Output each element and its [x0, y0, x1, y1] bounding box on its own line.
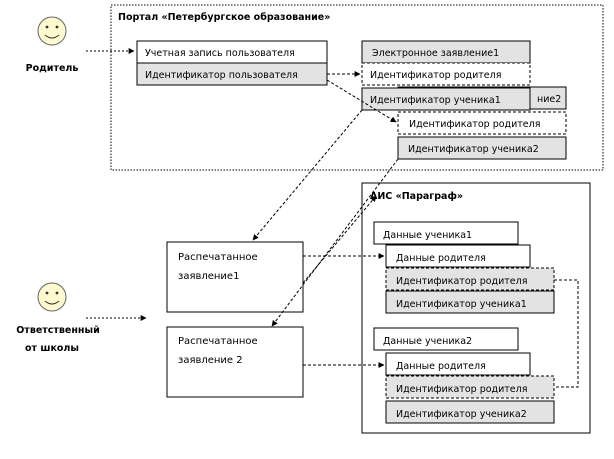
svg-text:Идентификатор ученика2: Идентификатор ученика2: [408, 144, 539, 155]
printed-application1: Распечатанное заявление1: [166, 241, 304, 313]
application1-student-id: Идентификатор ученика1: [361, 87, 531, 111]
application2-student-id: Идентификатор ученика2: [397, 136, 567, 160]
svg-text:Идентификатор ученика1: Идентификатор ученика1: [370, 95, 501, 106]
svg-text:Электронное заявление1: Электронное заявление1: [372, 48, 499, 59]
ais-student1-student-id: Идентификатор ученика1: [385, 290, 555, 314]
ais-student2-data: Данные ученика2: [373, 327, 519, 351]
svg-text:заявление1: заявление1: [178, 271, 239, 282]
connectors: [86, 48, 579, 388]
svg-text:Данные родителя: Данные родителя: [396, 361, 486, 372]
application1-parent-id: Идентификатор родителя: [361, 62, 531, 86]
link-parent-ids: [554, 279, 579, 388]
arrow-printed1-to-ais: [302, 195, 377, 284]
ais-student1-parent-id: Идентификатор родителя: [385, 267, 555, 291]
svg-text:Идентификатор родителя: Идентификатор родителя: [370, 70, 501, 81]
smiley-icon: [37, 282, 67, 312]
svg-text:заявление 2: заявление 2: [178, 355, 243, 366]
svg-text:Идентификатор родителя: Идентификатор родителя: [409, 119, 540, 130]
ais-student2-student-id: Идентификатор ученика2: [385, 400, 555, 424]
school-actor: Ответственный от школы: [16, 282, 100, 354]
ais-student1-parent-data: Данные родителя: [385, 244, 531, 268]
svg-text:Распечатанное: Распечатанное: [178, 336, 258, 347]
printed-application2: Распечатанное заявление 2: [166, 326, 304, 398]
ais-student2-parent-id: Идентификатор родителя: [385, 375, 555, 399]
user-id-box: Идентификатор пользователя: [136, 62, 328, 86]
svg-text:Идентификатор ученика1: Идентификатор ученика1: [396, 299, 527, 310]
parent-actor: Родитель: [26, 16, 79, 74]
parent-label: Родитель: [26, 63, 79, 74]
school-label-line2: от школы: [25, 343, 79, 354]
ais-title: АИС «Параграф»: [370, 191, 463, 202]
svg-text:Идентификатор пользователя: Идентификатор пользователя: [145, 70, 298, 81]
svg-text:ние2: ние2: [537, 94, 561, 105]
svg-text:Распечатанное: Распечатанное: [178, 252, 258, 263]
svg-text:Учетная запись пользователя: Учетная запись пользователя: [145, 48, 295, 59]
arrow-app1-to-printed1: [252, 109, 363, 241]
svg-text:Идентификатор родителя: Идентификатор родителя: [396, 276, 527, 287]
application2-parent-id: Идентификатор родителя: [397, 111, 567, 135]
svg-text:Идентификатор ученика2: Идентификатор ученика2: [396, 409, 527, 420]
school-label-line1: Ответственный: [16, 325, 100, 336]
ais-student1-data: Данные ученика1: [373, 221, 519, 245]
svg-text:Идентификатор родителя: Идентификатор родителя: [396, 384, 527, 395]
ais-frame: АИС «Параграф»: [361, 182, 591, 434]
ais-student2-parent-data: Данные родителя: [385, 352, 531, 376]
svg-text:Данные ученика1: Данные ученика1: [383, 230, 472, 241]
application1-box: Электронное заявление1: [361, 40, 531, 64]
smiley-icon: [37, 16, 67, 46]
svg-text:Данные родителя: Данные родителя: [396, 253, 486, 264]
account-box: Учетная запись пользователя: [136, 40, 328, 64]
svg-text:Данные ученика2: Данные ученика2: [383, 336, 472, 347]
portal-frame: Портал «Петербургское образование»: [110, 4, 604, 171]
portal-title: Портал «Петербургское образование»: [118, 12, 330, 23]
arrow-user-id-to-app2-parent: [326, 79, 397, 123]
